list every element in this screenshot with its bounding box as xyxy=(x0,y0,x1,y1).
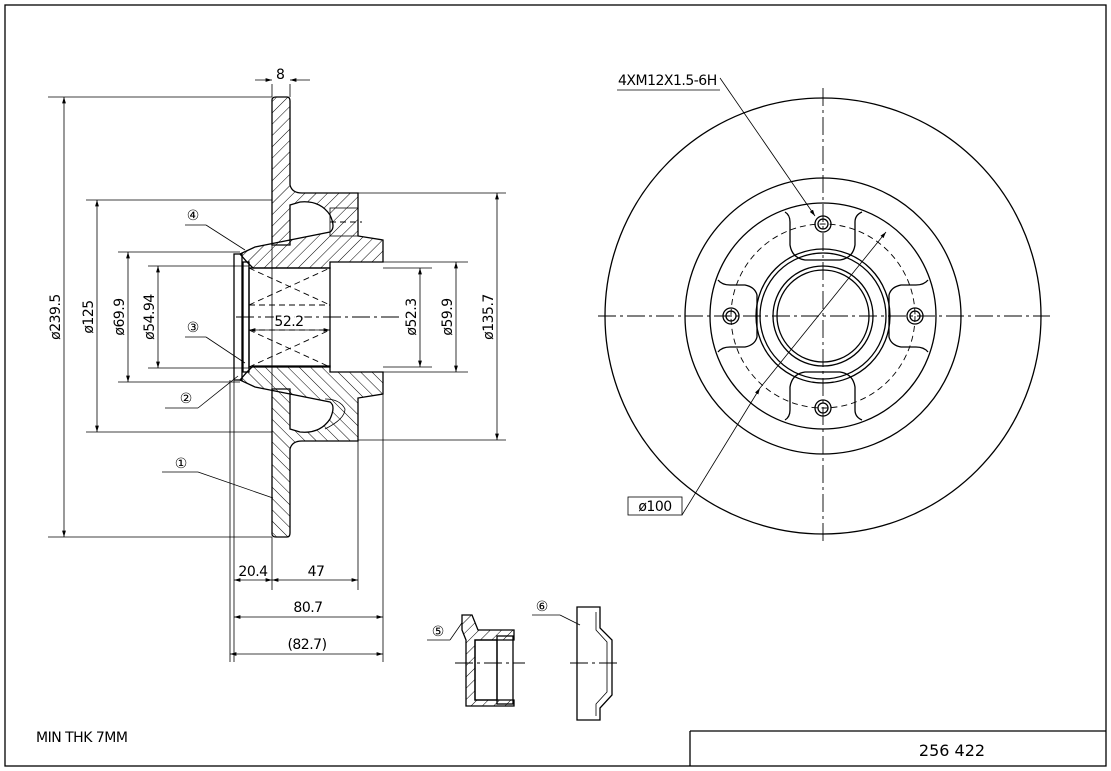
title-block xyxy=(689,730,1106,766)
dim-outer-diameter: ø239.5 xyxy=(48,294,64,340)
dim-54-94: ø54.94 xyxy=(142,294,158,340)
dim-thickness: 8 xyxy=(276,67,284,83)
section-upper-half xyxy=(238,96,384,269)
thread-callout: 4XM12X1.5-6H xyxy=(618,73,717,89)
callout-labels: ④ ③ ② ① ⑤ ⑥ xyxy=(175,208,549,640)
dimension-labels: 8 ø239.5 ø125 ø69.9 ø54.94 52.2 ø52.3 ø5… xyxy=(48,67,497,653)
dim-69-9: ø69.9 xyxy=(112,298,128,335)
callout-1: ① xyxy=(175,456,188,472)
callout-2: ② xyxy=(180,391,193,407)
part-number: 256 422 xyxy=(919,741,985,760)
callout-4: ④ xyxy=(187,208,200,224)
bolt-holes xyxy=(722,215,924,417)
bolt-circle-label: ø100 xyxy=(638,499,671,515)
part-6-cap xyxy=(570,606,620,721)
section-view xyxy=(233,96,400,538)
dim-135-7: ø135.7 xyxy=(481,294,497,340)
callout-6: ⑥ xyxy=(536,599,549,615)
min-thickness-note: MIN THK 7MM xyxy=(36,730,127,746)
front-view xyxy=(598,77,1050,545)
dim-bearing-width: 52.2 xyxy=(274,314,303,330)
bolt-circle-box xyxy=(627,496,683,516)
section-lower-half xyxy=(238,365,384,538)
hub-ribs xyxy=(717,211,929,421)
dim-59-9: ø59.9 xyxy=(440,298,456,335)
dim-82-7: (82.7) xyxy=(287,637,326,653)
dimension-lines xyxy=(48,78,506,662)
dim-80-7: 80.7 xyxy=(293,600,322,616)
callout-3: ③ xyxy=(187,320,200,336)
dim-47: 47 xyxy=(308,564,325,580)
callout-leaders xyxy=(162,224,581,641)
callout-5: ⑤ xyxy=(432,624,445,640)
dim-20-4: 20.4 xyxy=(238,564,268,580)
dim-52-3: ø52.3 xyxy=(404,298,420,335)
drawing-border xyxy=(4,4,1107,767)
dim-125: ø125 xyxy=(81,300,97,333)
part-5-seal xyxy=(455,614,525,707)
